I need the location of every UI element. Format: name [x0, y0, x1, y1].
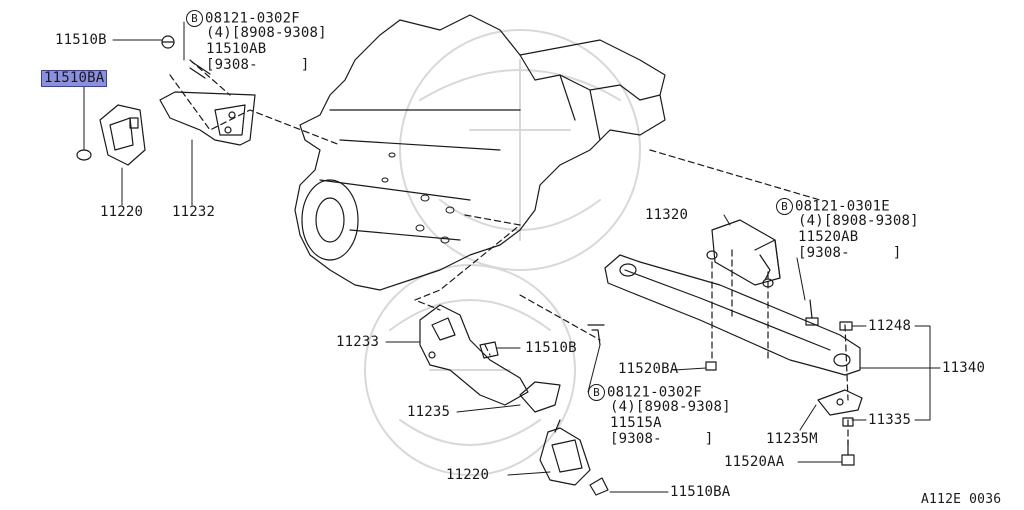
- callout-11510ab[interactable]: 11510AB: [206, 41, 267, 57]
- callout-11510ba-bottom[interactable]: 11510BA: [670, 484, 731, 500]
- left-mount-insulator: [76, 104, 146, 166]
- callout-11510b-top[interactable]: 11510B: [55, 32, 107, 48]
- guide-lines: [169, 59, 849, 446]
- bolt-top-ref-text: 08121-0302F: [205, 10, 300, 27]
- callout-bolt-right-range: [9308- ]: [798, 245, 902, 261]
- transmission-crossmember: [604, 254, 861, 376]
- callout-11235[interactable]: 11235: [407, 404, 451, 420]
- circle-b-marker: B: [186, 10, 203, 27]
- callout-11510b-mid[interactable]: 11510B: [525, 340, 577, 356]
- lower-engine-bracket: [419, 304, 529, 406]
- callout-bolt-right-qty: (4)[8908-9308]: [798, 213, 919, 229]
- callout-bolt-mid-range: [9308- ]: [610, 431, 714, 447]
- callout-11248[interactable]: 11248: [868, 318, 912, 334]
- engine-block-illustration: [294, 14, 666, 291]
- callout-11235m[interactable]: 11235M: [766, 431, 818, 447]
- rear-mount-insulator: [706, 219, 781, 288]
- callout-11340[interactable]: 11340: [942, 360, 986, 376]
- callout-bolt-top-qty: (4)[8908-9308]: [206, 25, 327, 41]
- callout-11520ab[interactable]: 11520AB: [798, 229, 859, 245]
- callout-11520aa[interactable]: 11520AA: [724, 454, 785, 470]
- crossmember-bolt: [805, 299, 819, 326]
- figure-id: A112E 0036: [921, 492, 1002, 507]
- crossmember-hardware: [705, 321, 863, 466]
- callout-11335[interactable]: 11335: [868, 412, 912, 428]
- circle-b-marker: B: [588, 384, 605, 401]
- callout-bolt-mid-qty: (4)[8908-9308]: [610, 399, 731, 415]
- callout-11220-bottom[interactable]: 11220: [446, 467, 490, 483]
- callout-11515a[interactable]: 11515A: [610, 415, 662, 431]
- bolt-mid-ref-text: 08121-0302F: [607, 384, 702, 401]
- callout-11232[interactable]: 11232: [172, 204, 216, 220]
- callout-11510ba-top-selected[interactable]: 11510BA: [41, 70, 108, 87]
- callout-11520ba[interactable]: 11520BA: [618, 361, 679, 377]
- callout-11233[interactable]: 11233: [336, 334, 380, 350]
- bolt-right-ref-text: 08121-0301E: [795, 198, 890, 215]
- callout-11220-left[interactable]: 11220: [100, 204, 144, 220]
- leader-lines: [83, 21, 941, 493]
- callout-11320[interactable]: 11320: [645, 207, 689, 223]
- circle-b-marker: B: [776, 198, 793, 215]
- callout-bolt-top-range: [9308- ]: [206, 57, 310, 73]
- lower-mount-insulator: [519, 324, 609, 496]
- left-engine-bracket: [159, 35, 256, 146]
